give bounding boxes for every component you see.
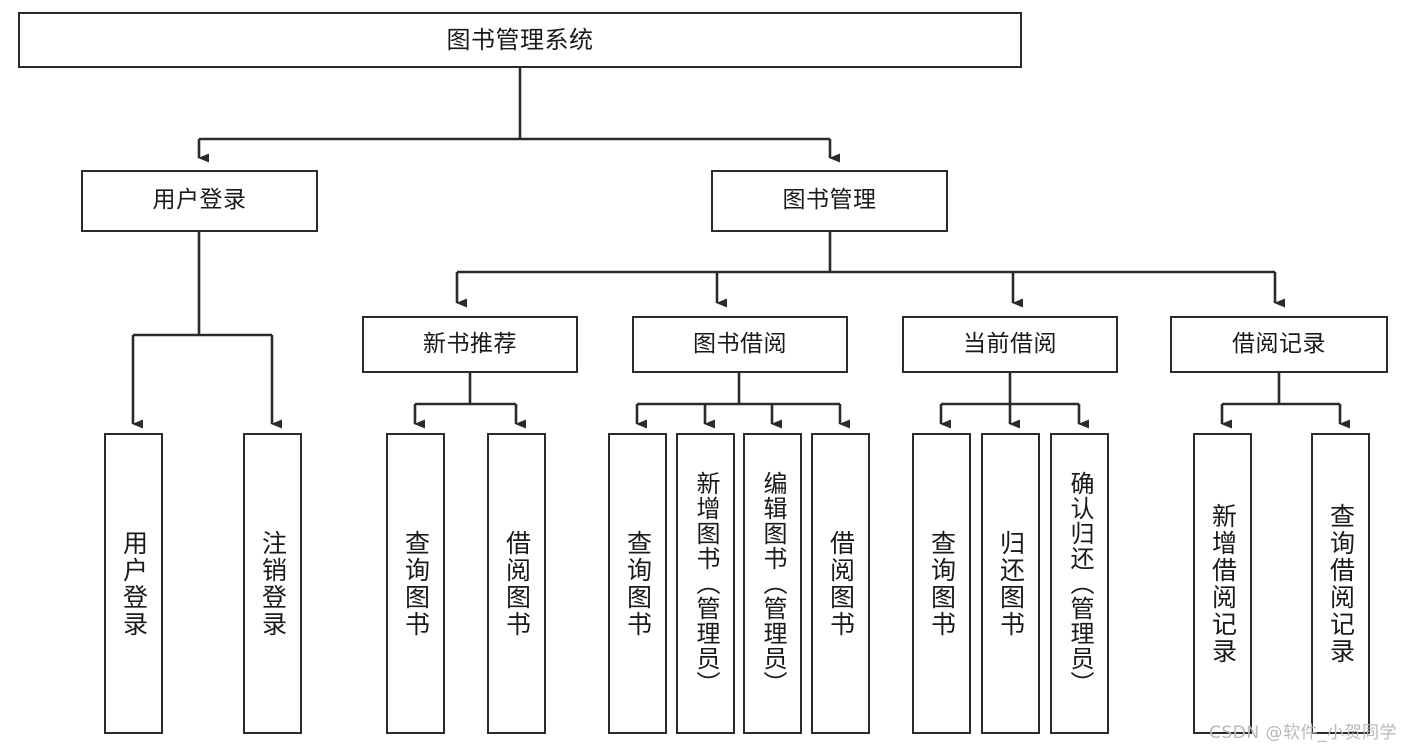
node-root-label: 图书管理系统	[446, 25, 594, 54]
node-leaf-query-book-2[interactable]: 查询图书	[608, 433, 667, 734]
node-book-manage-label: 图书管理	[782, 187, 877, 214]
node-book-borrow[interactable]: 图书借阅	[632, 316, 848, 373]
node-leaf-add-book-label: 新增图书（管理员）	[691, 471, 720, 696]
node-leaf-user-login-label: 用户登录	[119, 529, 149, 638]
node-leaf-query-book-3[interactable]: 查询图书	[912, 433, 971, 734]
node-book-borrow-label: 图书借阅	[693, 330, 787, 357]
node-leaf-borrow-book-1[interactable]: 借阅图书	[487, 433, 546, 734]
node-leaf-query-book-1[interactable]: 查询图书	[386, 433, 445, 734]
node-leaf-query-book-3-label: 查询图书	[927, 529, 957, 638]
node-leaf-user-login[interactable]: 用户登录	[104, 433, 163, 734]
node-current-borrow[interactable]: 当前借阅	[902, 316, 1118, 373]
node-leaf-edit-book[interactable]: 编辑图书（管理员）	[743, 433, 802, 734]
node-leaf-confirm-return-label: 确认归还（管理员）	[1065, 471, 1094, 696]
node-leaf-query-book-1-label: 查询图书	[401, 529, 431, 638]
node-leaf-add-record-label: 新增借阅记录	[1208, 502, 1238, 665]
node-leaf-borrow-book-2-label: 借阅图书	[826, 529, 856, 638]
node-leaf-return-book[interactable]: 归还图书	[981, 433, 1040, 734]
node-current-borrow-label: 当前借阅	[963, 330, 1057, 357]
csdn-watermark: CSDN @软件_小贺同学	[1209, 723, 1397, 743]
node-leaf-add-book[interactable]: 新增图书（管理员）	[676, 433, 735, 734]
node-user-login-label: 用户登录	[152, 187, 247, 214]
node-leaf-add-record[interactable]: 新增借阅记录	[1193, 433, 1252, 734]
node-new-book-rec-label: 新书推荐	[423, 330, 517, 357]
node-borrow-record-label: 借阅记录	[1232, 330, 1326, 357]
node-leaf-user-logout[interactable]: 注销登录	[243, 433, 302, 734]
node-user-login[interactable]: 用户登录	[81, 170, 318, 232]
node-root[interactable]: 图书管理系统	[18, 12, 1022, 68]
node-book-manage[interactable]: 图书管理	[711, 170, 948, 232]
node-new-book-rec[interactable]: 新书推荐	[362, 316, 578, 373]
node-leaf-query-record-label: 查询借阅记录	[1326, 502, 1356, 665]
node-leaf-borrow-book-2[interactable]: 借阅图书	[811, 433, 870, 734]
node-leaf-return-book-label: 归还图书	[996, 529, 1026, 638]
node-leaf-user-logout-label: 注销登录	[258, 529, 288, 638]
node-leaf-confirm-return[interactable]: 确认归还（管理员）	[1050, 433, 1109, 734]
node-leaf-edit-book-label: 编辑图书（管理员）	[758, 471, 787, 696]
node-borrow-record[interactable]: 借阅记录	[1170, 316, 1388, 373]
node-leaf-query-book-2-label: 查询图书	[623, 529, 653, 638]
node-leaf-borrow-book-1-label: 借阅图书	[502, 529, 532, 638]
node-leaf-query-record[interactable]: 查询借阅记录	[1311, 433, 1370, 734]
